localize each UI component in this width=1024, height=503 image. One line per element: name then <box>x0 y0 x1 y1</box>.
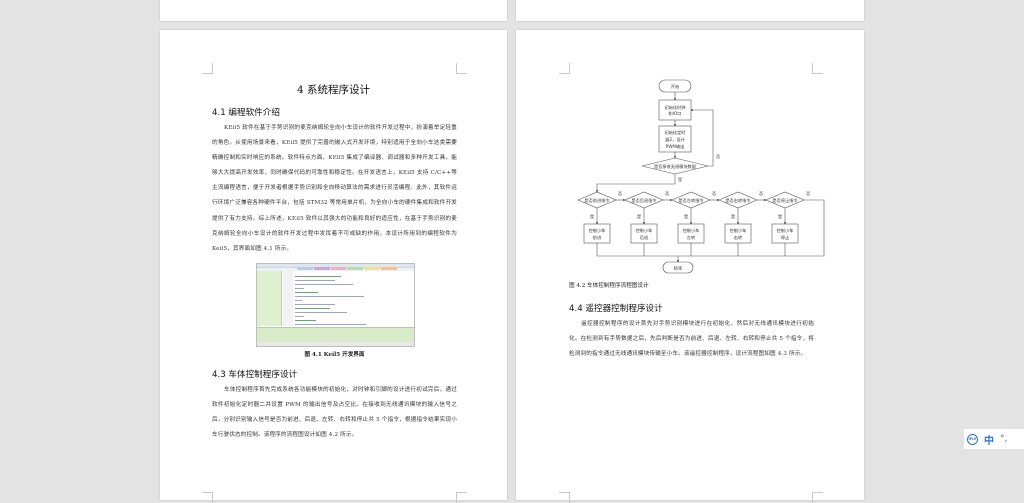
flow-decision-label: 是否右转指令 <box>725 197 751 204</box>
document-page-left: 4 系统程序设计 4.1 编程软件介绍 KEil5 软件在基于手势识别的麦克纳姆… <box>160 30 507 503</box>
flow-init-clock-label: 初始化时钟 <box>665 104 686 111</box>
flow-decision-label: 是否左转指令 <box>678 197 704 204</box>
flow-no-label: 否 <box>716 154 720 160</box>
section-paragraph: KEil5 软件在基于手势识别的麦克纳姆轮全向小车设计的软件开发过程中，扮演着举… <box>212 125 457 252</box>
ifly-logo-icon[interactable]: iFLY <box>967 433 978 445</box>
flow-init-timer-label: 初始化定时 <box>665 129 687 136</box>
end-terminal <box>662 261 694 274</box>
flow-no-label: 否 <box>712 191 716 197</box>
flow-no-label: 否 <box>665 191 669 197</box>
init-clock-box <box>658 99 692 121</box>
flow-decision-label: 是否前进指令 <box>584 197 610 204</box>
flow-action-label: 前进 <box>593 234 602 241</box>
flow-action-label: 控制小车 <box>730 227 747 234</box>
flow-decision-label: 是否后退指令 <box>631 197 657 204</box>
crop-mark <box>456 63 467 74</box>
flow-init-clock-label2: 和IO口 <box>669 110 682 117</box>
flow-yes-label: 是 <box>778 214 783 220</box>
crop-mark <box>559 63 570 74</box>
flow-yes-label: 是 <box>731 214 736 220</box>
flow-init-timer-label2: 器2，设计 <box>665 136 684 143</box>
ime-punctuation-toggle[interactable]: °, <box>1000 434 1008 444</box>
flow-action-label: 右转 <box>734 234 742 241</box>
previous-page-left <box>160 0 507 21</box>
flow-action-label: 左转 <box>687 234 695 241</box>
flow-action-label: 后退 <box>640 234 649 241</box>
figure-caption: 图 4.1 Keil5 开发界面 <box>304 352 365 358</box>
crop-mark <box>812 63 823 74</box>
keil5-ide-screenshot <box>256 263 415 347</box>
flow-no-label: 否 <box>806 191 810 197</box>
flow-yes-label: 是 <box>684 214 689 220</box>
section-paragraph: 遥控器控制程序的设计首先对手势识别模块进行在初始化，然后对无线通讯模块进行初始化… <box>569 321 814 358</box>
flow-no-label: 否 <box>618 191 622 197</box>
flow-action-label: 停止 <box>781 234 789 241</box>
section-paragraph: 车体控制程序首先完成系统各功能模块的初始化，对时钟和引脚的设计进行初试完后，通过… <box>212 387 457 439</box>
flow-action-label: 控制小车 <box>683 227 700 234</box>
flow-start-label: 开始 <box>671 83 680 90</box>
flow-end-label: 结束 <box>674 265 683 272</box>
flow-no-label: 否 <box>759 191 763 197</box>
crop-mark <box>559 492 570 503</box>
flow-yes-label: 是 <box>590 214 595 220</box>
flow-receive-label: 是否接收无线模块数据 <box>654 163 696 170</box>
section-title: 4.1 编程软件介绍 <box>212 108 280 118</box>
flow-action-label: 控制小车 <box>589 227 606 234</box>
flow-yes-label: 是 <box>637 214 642 220</box>
flow-action-label: 控制小车 <box>777 227 794 234</box>
crop-mark <box>202 63 213 74</box>
figure-caption: 图 4.2 车体控制程序流程图设计 <box>569 283 649 289</box>
flow-action-label: 控制小车 <box>636 227 653 234</box>
control-flowchart: 开始 初始化时钟 和IO口 初始化定时 器2，设计 PWM输出 是否接收无线模块… <box>577 79 825 274</box>
ime-toolbar[interactable]: iFLY 中 °, <box>964 429 1024 449</box>
crop-mark <box>202 492 213 503</box>
chapter-title: 4 系统程序设计 <box>296 84 371 96</box>
section-title: 4.3 车体控制程序设计 <box>212 370 298 380</box>
previous-page-right <box>516 0 864 21</box>
flow-init-timer-label3: PWM输出 <box>666 143 685 150</box>
flow-decision-label: 是否停止指令 <box>772 197 798 204</box>
crop-mark <box>456 492 467 503</box>
crop-mark <box>812 492 823 503</box>
ime-language-toggle[interactable]: 中 <box>984 435 994 447</box>
section-title: 4.4 遥控器控制程序设计 <box>569 304 663 314</box>
flow-yes-label: 是 <box>678 177 683 183</box>
